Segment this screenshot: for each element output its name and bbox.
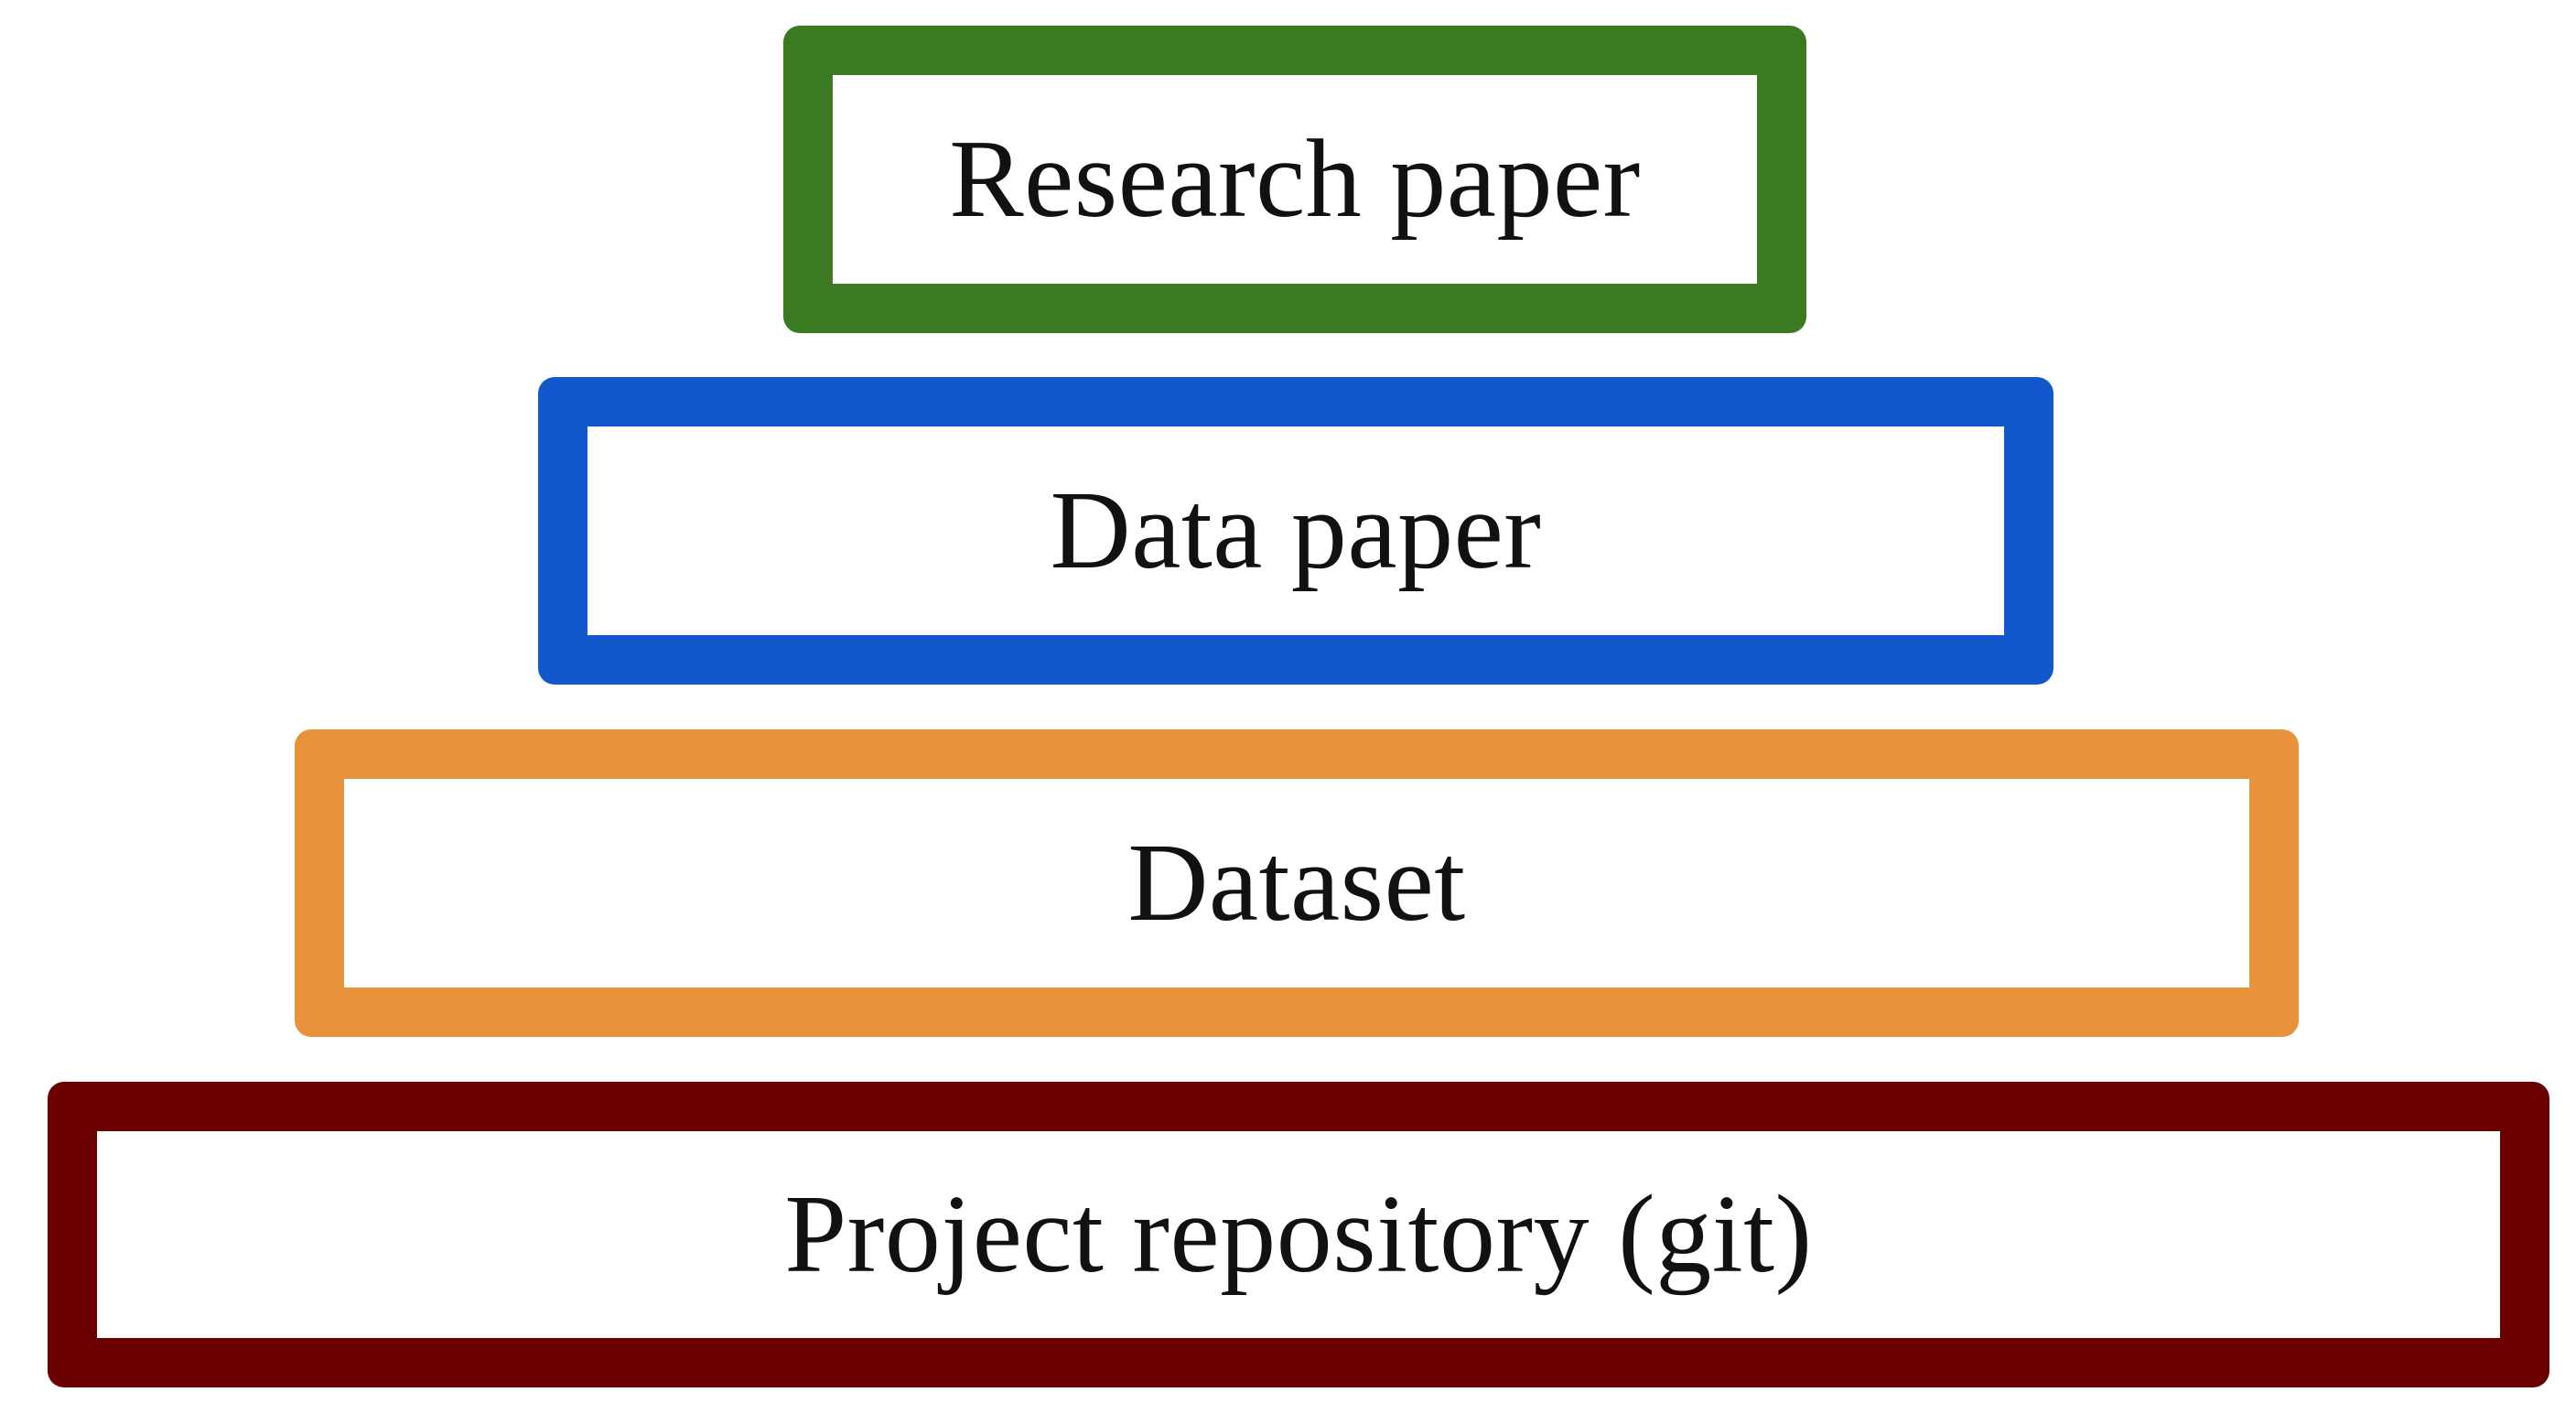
tier-label-project-repository: Project repository (git) [784, 1172, 1813, 1296]
tier-data-paper: Data paper [538, 377, 2053, 685]
tier-dataset: Dataset [295, 729, 2299, 1037]
tier-research-paper: Research paper [783, 26, 1806, 333]
tier-label-dataset: Dataset [1127, 821, 1466, 944]
tier-project-repository: Project repository (git) [48, 1082, 2549, 1387]
tier-label-data-paper: Data paper [1050, 469, 1542, 592]
tier-label-research-paper: Research paper [949, 117, 1641, 241]
